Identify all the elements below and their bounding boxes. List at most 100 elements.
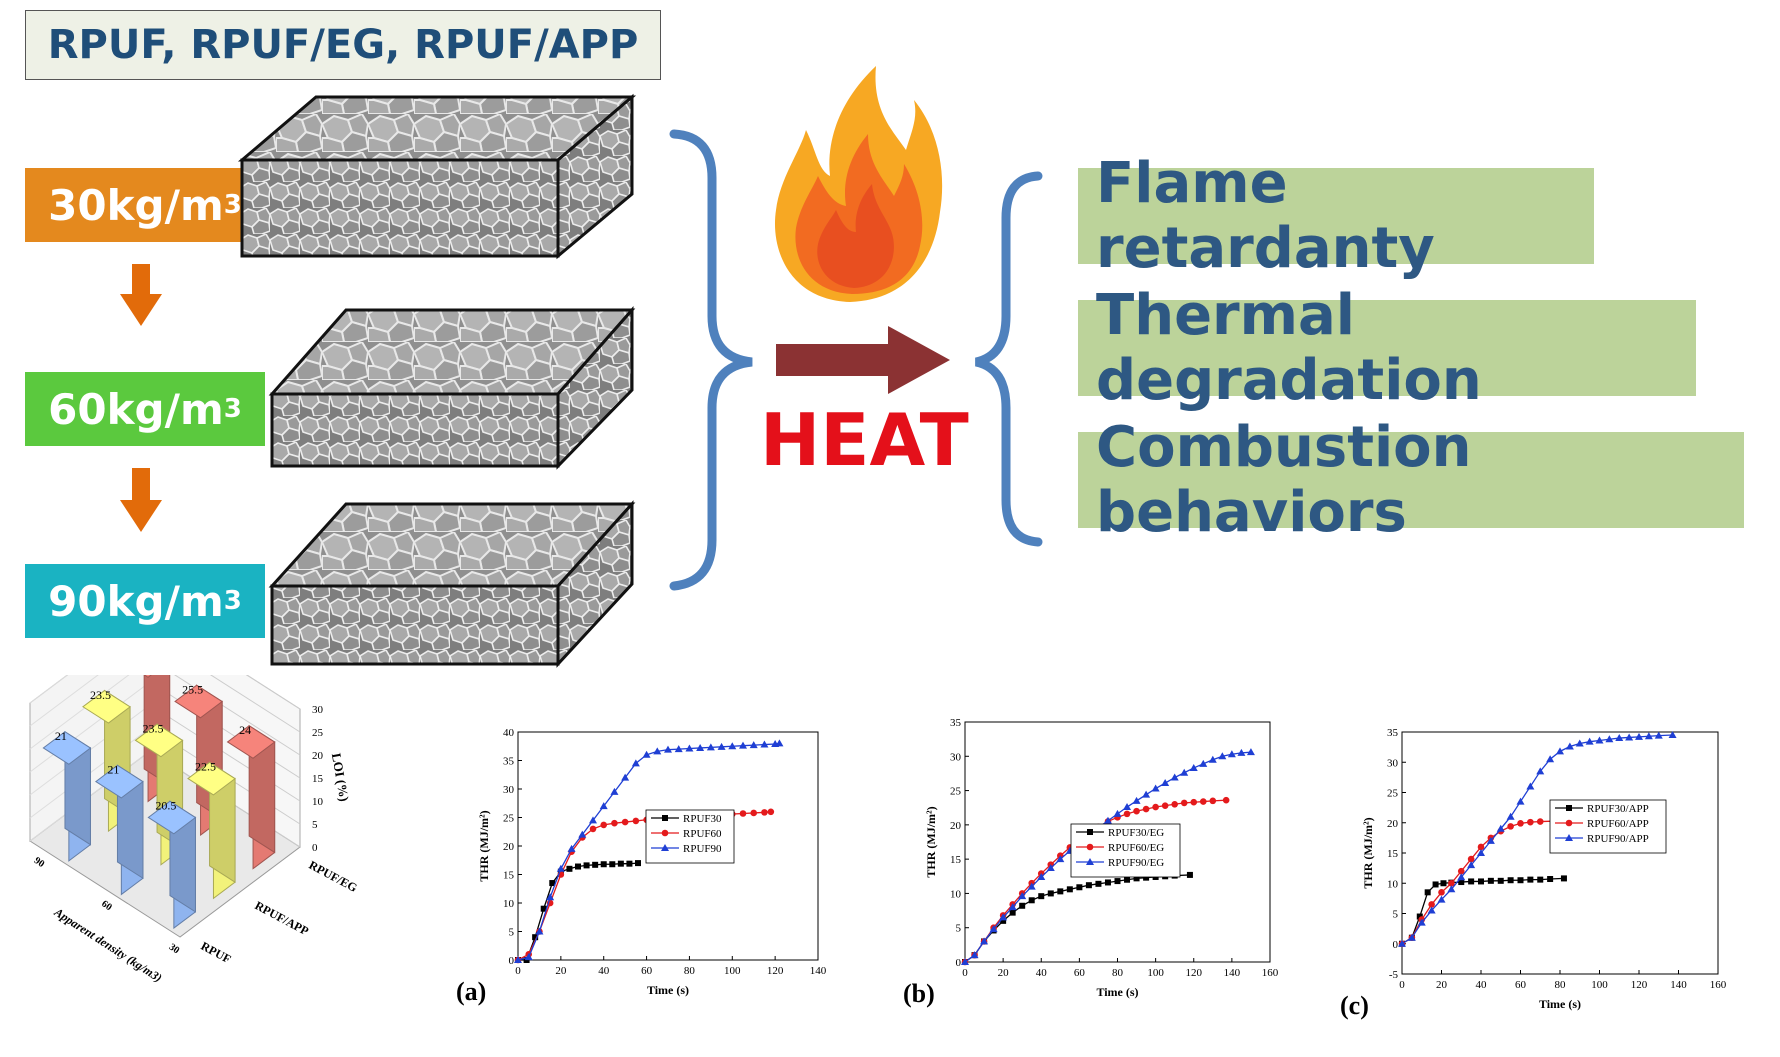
data-point <box>1019 902 1026 909</box>
data-point <box>706 743 715 751</box>
x-tick-label: 120 <box>1631 979 1648 991</box>
data-point <box>1427 906 1436 914</box>
data-point <box>1644 732 1653 740</box>
bar-value-label: 22.5 <box>195 760 216 774</box>
density-tick-label: 30 <box>167 942 182 957</box>
right-arrow-icon <box>776 326 950 394</box>
z-tick-label: 10 <box>312 796 324 808</box>
legend-label: RPUF90/APP <box>1587 833 1649 845</box>
data-point <box>1625 733 1634 741</box>
bar-value-label: 23.5 <box>90 688 111 702</box>
data-point <box>1537 876 1544 883</box>
title-box: RPUF, RPUF/EG, RPUF/APP <box>25 10 661 80</box>
data-point <box>1635 732 1643 740</box>
data-point <box>696 743 705 751</box>
data-point <box>1477 849 1485 856</box>
data-point <box>599 802 608 810</box>
z-tick-label: 5 <box>312 819 318 831</box>
legend-box <box>645 809 735 864</box>
data-point <box>750 809 758 817</box>
data-point <box>1133 875 1140 882</box>
data-point <box>961 958 969 965</box>
data-point <box>1095 880 1102 887</box>
x-tick-label: 40 <box>1476 979 1488 991</box>
data-point <box>1189 763 1198 771</box>
left-brace-icon <box>974 171 1043 547</box>
bar-top <box>134 723 184 758</box>
data-point <box>1654 731 1663 739</box>
legend-label: RPUF90/EG <box>1108 857 1164 869</box>
x-tick-label: 160 <box>1262 967 1279 979</box>
data-point <box>1527 876 1534 883</box>
property-thermal-degradation: Thermal degradation <box>1078 283 1696 413</box>
y-tick-label: 25 <box>503 813 515 825</box>
legend-label: RPUF90 <box>683 843 722 855</box>
data-point <box>739 810 747 817</box>
density-tick-label: 90 <box>32 855 47 870</box>
y-axis-label: THR (MJ/m²) <box>1361 817 1375 888</box>
data-point <box>1047 890 1054 897</box>
data-point <box>1477 843 1485 851</box>
data-point <box>1458 879 1465 886</box>
x-axis-label: Time (s) <box>647 983 689 997</box>
data-point <box>1585 737 1594 745</box>
series-line <box>1401 877 1564 945</box>
data-point <box>1527 818 1534 826</box>
data-point <box>1066 886 1073 893</box>
x-tick-label: 40 <box>598 965 610 977</box>
x-tick-label: 20 <box>998 967 1010 979</box>
data-point <box>1151 784 1160 792</box>
y-tick-label: 30 <box>503 784 515 796</box>
data-point <box>1516 797 1525 805</box>
z-tick-label: 25 <box>312 727 324 739</box>
data-point <box>575 863 581 870</box>
data-point <box>661 844 669 851</box>
x-tick-label: 0 <box>962 967 968 979</box>
legend-label: RPUF30/APP <box>1587 803 1649 815</box>
bar <box>226 724 276 870</box>
y-tick-label: 5 <box>1393 909 1399 921</box>
data-point <box>1133 807 1140 815</box>
x-tick-label: 120 <box>1186 967 1203 979</box>
x-tick-label: 100 <box>724 965 741 977</box>
grid-line <box>29 681 151 773</box>
data-point <box>1027 882 1036 890</box>
y-tick-label: 0 <box>509 955 515 967</box>
y-tick-label: 0 <box>1393 939 1399 951</box>
data-point <box>1009 909 1016 916</box>
panel-label: (c) <box>1340 991 1369 1020</box>
data-point <box>767 808 775 816</box>
data-point <box>1038 893 1045 900</box>
data-point <box>1506 812 1515 820</box>
data-point <box>1132 796 1141 804</box>
data-point <box>1143 874 1150 881</box>
y-tick-label: 15 <box>950 854 962 866</box>
x-tick-label: 20 <box>555 965 567 977</box>
data-point <box>1085 882 1092 889</box>
data-point <box>1517 820 1524 827</box>
grid-line <box>210 675 301 733</box>
legend-label: RPUF60/APP <box>1587 818 1649 830</box>
data-point <box>1237 748 1246 756</box>
bar-value-label: 20.5 <box>155 799 176 813</box>
y-tick-label: 15 <box>503 870 515 882</box>
data-point <box>1487 877 1494 884</box>
data-point <box>749 741 758 749</box>
series-line <box>1401 734 1673 945</box>
data-point <box>1560 875 1567 882</box>
data-point <box>1407 933 1416 941</box>
data-point <box>1008 903 1017 911</box>
bar-top <box>143 675 152 678</box>
data-point <box>999 913 1008 921</box>
data-point <box>566 865 573 872</box>
bar <box>94 764 144 896</box>
data-point <box>567 844 576 852</box>
data-point <box>1161 802 1169 809</box>
title-text: RPUF, RPUF/EG, RPUF/APP <box>47 22 639 68</box>
series-line <box>518 862 639 961</box>
z-axis-label: LOI (%) <box>329 752 352 803</box>
data-point <box>1180 799 1188 807</box>
data-point <box>1565 834 1573 841</box>
data-point <box>717 742 726 750</box>
y-tick-label: 35 <box>950 717 962 729</box>
